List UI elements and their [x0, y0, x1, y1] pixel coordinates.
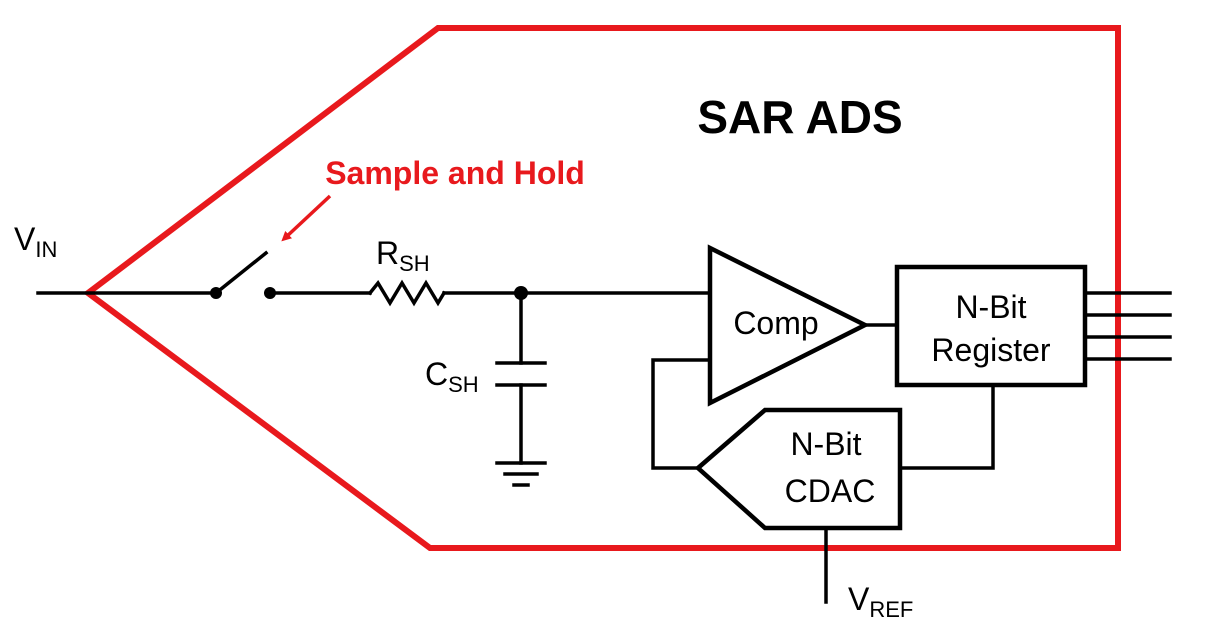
- cdac-line2: CDAC: [785, 473, 876, 509]
- cdac-line1: N-Bit: [790, 426, 861, 462]
- resistor-sub: SH: [399, 251, 430, 276]
- capacitor-sub: SH: [448, 372, 479, 397]
- register-to-cdac-wire: [898, 383, 995, 470]
- vref-main: V: [848, 581, 870, 617]
- callout-arrow: [281, 194, 332, 242]
- register-line1: N-Bit: [955, 289, 1026, 325]
- adc-boundary: [83, 25, 1121, 551]
- register-block: [894, 264, 1088, 388]
- cdac-block: [694, 407, 903, 531]
- capacitor-label: CSH: [425, 356, 479, 397]
- vin-sub: IN: [35, 237, 57, 262]
- capacitor-symbol: [495, 291, 547, 465]
- register-line2: Register: [931, 332, 1051, 368]
- vin-main: V: [14, 221, 36, 257]
- resistor-symbol: [367, 279, 447, 307]
- vref-label: VREF: [848, 581, 913, 622]
- vin-label: VIN: [14, 221, 57, 262]
- comparator-block: [707, 244, 871, 407]
- cdac-to-comparator-wire: [651, 358, 712, 470]
- ground-icon: [495, 461, 547, 487]
- sample-hold-callout: Sample and Hold: [325, 155, 585, 191]
- output-bus: [1083, 291, 1172, 361]
- comparator-label: Comp: [733, 305, 818, 341]
- sample-switch: [210, 250, 276, 299]
- resistor-label: RSH: [376, 235, 430, 276]
- diagram-title: SAR ADS: [697, 91, 902, 143]
- resistor-main: R: [376, 235, 399, 271]
- capacitor-main: C: [425, 356, 448, 392]
- vref-sub: REF: [869, 597, 913, 622]
